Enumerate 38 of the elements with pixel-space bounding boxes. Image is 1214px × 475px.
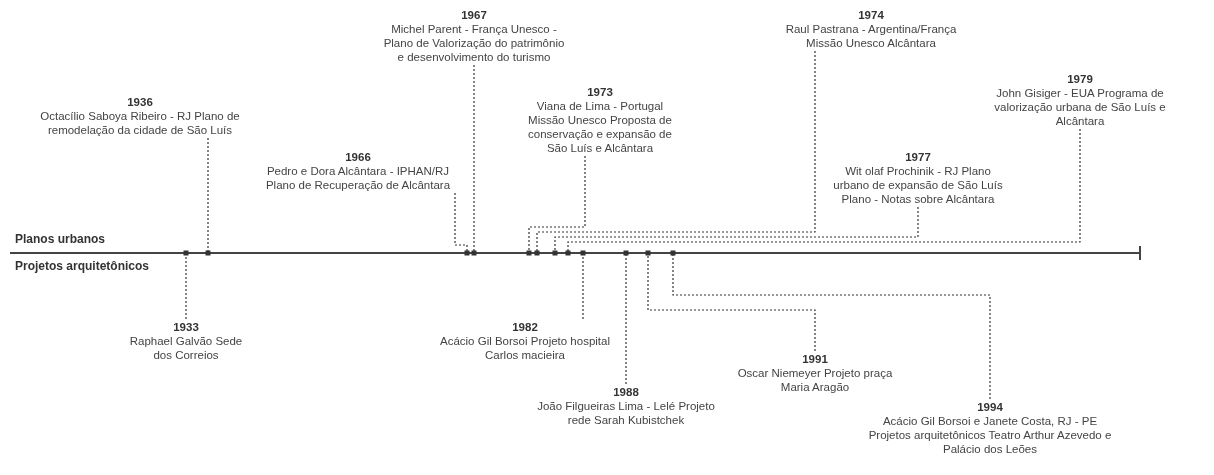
event-description: John Gisiger - EUA Programa de valorização urbana de São Luís e Alcântara [993,86,1167,128]
year-label: 1988 [613,385,639,399]
event-description: Viana de Lima - Portugal Missão Unesco Proposta de conservação e expansão de São Luís e Alcântara [527,99,673,155]
event-description: Raphael Galvão Sede dos Correios [128,334,244,362]
event-description: João Filgueiras Lima - Lelé Projeto rede Sarah Kubistchek [536,399,716,427]
year-label: 1967 [461,8,487,22]
leader-line [205,137,211,256]
leader-line [534,50,816,256]
year-label: 1994 [977,400,1003,414]
leader-line [565,128,1081,256]
event-description: Octacílio Saboya Ribeiro - RJ Plano de remodelação da cidade de São Luís [40,109,240,137]
year-label: 1982 [512,320,538,334]
event-description: Wit olaf Prochinik - RJ Plano urbano de expansão de São Luís Plano - Notas sobre Alcântara [832,164,1004,206]
leader-line [623,250,629,385]
year-label: 1933 [173,320,199,334]
leader-line [670,250,991,400]
event-description: Michel Parent - França Unesco - Plano de Valorização do patrimônio e desenvolvimento do turismo [382,22,566,64]
year-label: 1977 [905,150,931,164]
year-label: 1936 [127,95,153,109]
leader-line [471,64,477,256]
leader-line [645,250,816,352]
axis-category-label: Planos urbanos [15,232,106,246]
event-description: Oscar Niemeyer Projeto praça Maria Aragão [736,366,894,394]
leader-line [526,155,586,256]
leader-line [454,192,470,256]
axis-category-label: Projetos arquitetônicos [15,259,150,273]
year-label: 1979 [1067,72,1093,86]
leader-line [183,250,189,320]
event-description: Pedro e Dora Alcântara - IPHAN/RJ Plano de Recuperação de Alcântara [264,164,452,192]
year-label: 1991 [802,352,828,366]
event-description: Acácio Gil Borsoi e Janete Costa, RJ - PE Projetos arquitetônicos Teatro Arthur Azevedo e Palácio dos Leões [867,414,1113,456]
leader-line [552,206,919,256]
event-description: Raul Pastrana - Argentina/França Missão Unesco Alcântara [784,22,958,50]
year-label: 1974 [858,8,884,22]
year-label: 1966 [345,150,371,164]
leader-line [580,250,586,320]
event-description: Acácio Gil Borsoi Projeto hospital Carlos macieira [439,334,611,362]
year-label: 1973 [587,85,613,99]
